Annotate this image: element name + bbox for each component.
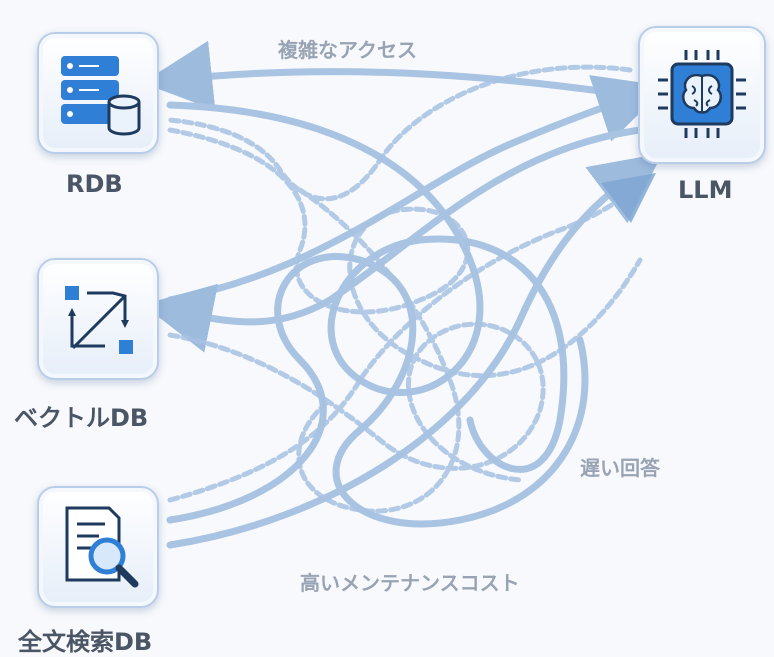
annotation-high-maintenance: 高いメンテナンスコスト: [300, 571, 520, 595]
llm-node: [638, 26, 766, 164]
vector-transform-icon: [65, 286, 133, 354]
dashed-fulltext-to-llm: [167, 173, 657, 503]
arrow-rdb-loop: [166, 101, 568, 473]
fulltext-db-label: 全文検索DB: [18, 628, 153, 656]
arrow-llm-to-rdb: [142, 40, 634, 111]
vector-db-label: ベクトルDB: [14, 404, 149, 432]
dashed-cross: [296, 187, 462, 514]
arrow-vector-to-llm: [166, 75, 667, 304]
annotation-slow-response: 遅い回答: [580, 456, 660, 480]
fulltext-db-node: [37, 486, 159, 608]
dashed-rdb-tangle: [167, 127, 643, 379]
document-search-icon: [65, 506, 139, 588]
arrow-fulltext-to-llm: [166, 153, 663, 549]
vector-db-node: [37, 258, 159, 380]
database-server-icon: [61, 56, 141, 136]
ai-chip-brain-icon: [658, 50, 746, 138]
rdb-node: [37, 32, 159, 154]
llm-label: LLM: [678, 176, 733, 204]
rdb-label: RDB: [66, 170, 123, 198]
dashed-llm-to-rdb: [167, 64, 633, 202]
arrow-llm-to-vector: [142, 126, 644, 353]
annotation-complex-access: 複雑なアクセス: [278, 38, 417, 62]
